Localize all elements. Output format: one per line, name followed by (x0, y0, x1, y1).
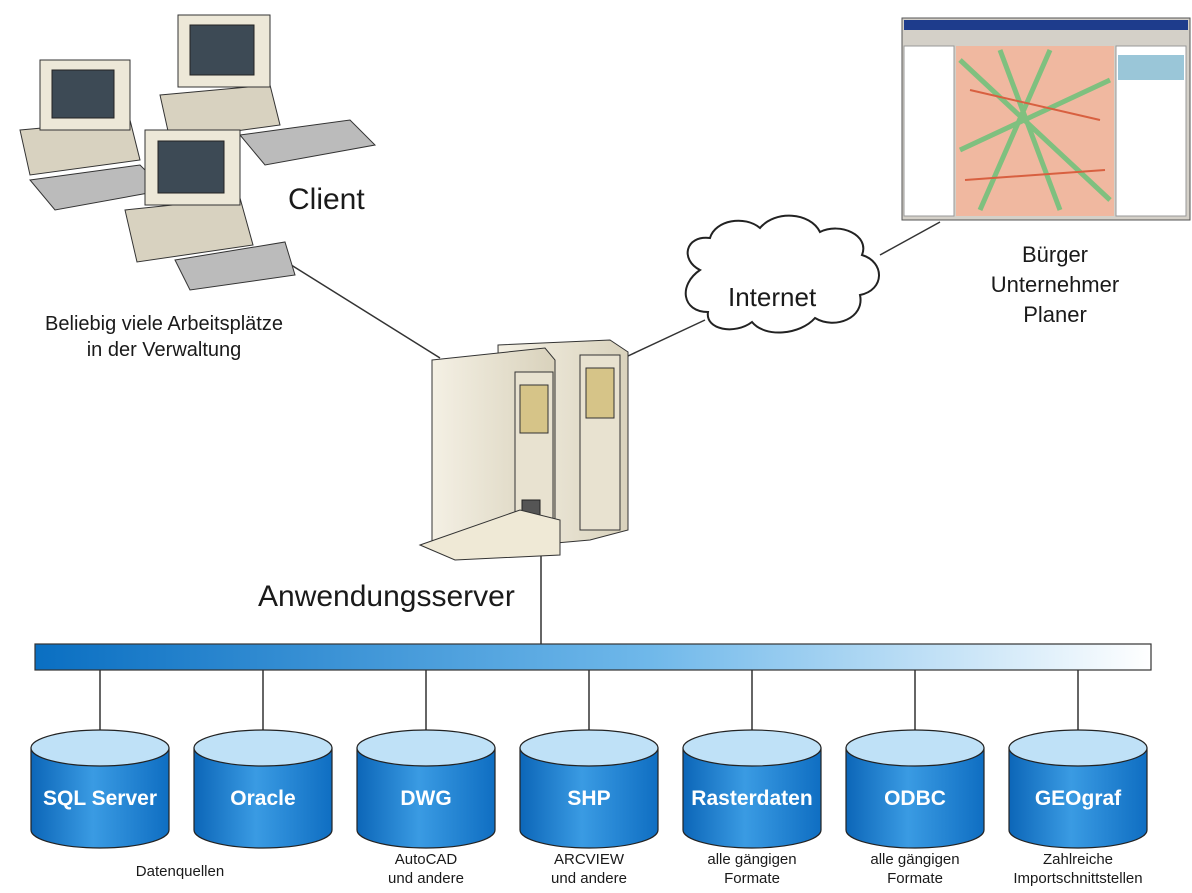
db-sub-shp: ARCVIEW und andere (509, 850, 669, 888)
db-sub-odbc-line2: Formate (887, 870, 943, 887)
db-sub-geograf-line2: Importschnittstellen (1013, 870, 1143, 887)
users-label: Bürger Unternehmer Planer (980, 240, 1130, 330)
db-sub-rasterdaten-line2: Formate (724, 870, 780, 887)
db-cylinder-shp (519, 729, 659, 849)
db-label-sqlserver: SQL Server (42, 787, 157, 810)
server-title: Anwendungsserver (258, 580, 515, 613)
db-sub-dwg-line2: und andere (388, 870, 464, 887)
db-cylinder-rasterdaten (682, 729, 822, 849)
db-cylinder-dwg (356, 729, 496, 849)
application-server (418, 339, 629, 561)
users-line1: Bürger (1021, 242, 1089, 267)
web-map-screenshot (901, 17, 1191, 221)
client-description: Beliebig viele Arbeitsplätze in der Verw… (30, 311, 298, 363)
server-internet-link (627, 319, 706, 357)
users-line3: Planer (1023, 302, 1087, 327)
db-cylinder-geograf (1008, 729, 1148, 849)
db-label-rasterdaten: Rasterdaten (691, 787, 813, 810)
db-label-geograf: GEOgraf (1034, 787, 1122, 810)
db-cylinder-oracle (193, 729, 333, 849)
db-cylinder-sqlserver (30, 729, 170, 849)
db-sub-shp-line1: ARCVIEW (553, 851, 624, 868)
client-desc-line1: Beliebig viele Arbeitsplätze (45, 313, 283, 335)
internet-users-link (879, 221, 941, 256)
db-sub-shp-line2: und andere (551, 870, 627, 887)
db-sub-odbc-line1: alle gängigen (870, 851, 960, 868)
bus-drops (99, 670, 1079, 730)
db-sub-sqlserver: Datenquellen (100, 862, 260, 881)
db-sub-geograf-line1: Zahlreiche (1042, 851, 1114, 868)
internet-cloud (684, 214, 880, 334)
data-bus (34, 643, 1152, 671)
db-sub-rasterdaten-line1: alle gängigen (707, 851, 797, 868)
db-cylinder-odbc (845, 729, 985, 849)
client-title: Client (288, 183, 365, 216)
db-sub-dwg: AutoCAD und andere (346, 850, 506, 888)
db-sub-rasterdaten: alle gängigen Formate (672, 850, 832, 888)
db-label-odbc: ODBC (884, 787, 946, 810)
db-label-shp: SHP (567, 787, 611, 810)
client-desc-line2: in der Verwaltung (86, 339, 242, 361)
client-computers (19, 14, 377, 291)
db-sub-dwg-line1: AutoCAD (394, 851, 458, 868)
db-sub-odbc: alle gängigen Formate (835, 850, 995, 888)
db-label-oracle: Oracle (230, 787, 296, 810)
internet-label: Internet (728, 282, 817, 312)
db-sub-geograf: Zahlreiche Importschnittstellen (998, 850, 1158, 888)
client-server-link (279, 257, 441, 359)
db-sub-sqlserver-line1: Datenquellen (135, 863, 225, 880)
db-label-dwg: DWG (400, 787, 452, 810)
users-line2: Unternehmer (990, 272, 1120, 297)
